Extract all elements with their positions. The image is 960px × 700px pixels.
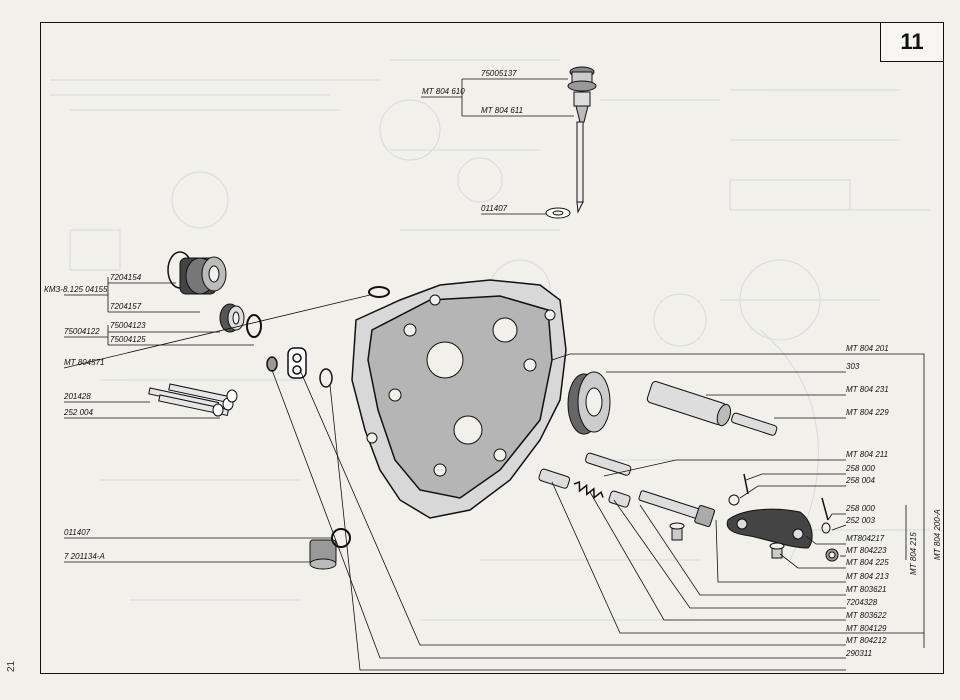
label-mt804229: MT 804 229 <box>846 408 889 417</box>
label-201428: 201428 <box>63 392 91 401</box>
page-number-box: 11 <box>880 22 944 62</box>
label-258004: 258 004 <box>845 476 875 485</box>
side-page-number: 21 <box>6 660 17 672</box>
label-mt804215: MT 804 215 <box>909 532 918 575</box>
label-mt804223: MT 804223 <box>846 546 887 555</box>
label-mt804201: MT 804 201 <box>846 344 889 353</box>
shafts-and-pins <box>538 381 778 541</box>
gearbox-cover-housing <box>351 279 567 519</box>
label-mt804571: MT 804571 <box>64 358 104 367</box>
label-7204328: 7204328 <box>846 598 878 607</box>
label-011407-top: 011407 <box>481 204 508 213</box>
label-252003: 252 003 <box>845 516 875 525</box>
ball-bearing-303 <box>567 371 611 435</box>
label-mt804129: MT 804129 <box>846 624 887 633</box>
label-303: 303 <box>846 362 860 371</box>
label-mt804225: MT 804 225 <box>846 558 889 567</box>
label-mt804231: MT 804 231 <box>846 385 889 394</box>
lever-and-pins <box>726 473 839 562</box>
label-mt804611: MT 804 611 <box>481 106 523 115</box>
label-mt804217: MT804217 <box>846 534 885 543</box>
bearing-cup-parts <box>167 251 390 338</box>
label-mt804212: MT 804212 <box>846 636 887 645</box>
oil-dipstick-assembly <box>545 66 597 219</box>
page-number: 11 <box>900 29 924 54</box>
leader-lines <box>63 78 925 671</box>
label-mt804200a: MT 804 200-A <box>933 509 942 560</box>
label-258000-a: 258 000 <box>845 464 875 473</box>
part-labels: 75005137 MT 804 610 MT 804 611 011407 72… <box>44 69 942 658</box>
label-011407-bottom: 011407 <box>64 528 91 537</box>
label-mt804213: MT 804 213 <box>846 572 889 581</box>
diagram-frame <box>40 22 944 674</box>
label-mt804211: MT 804 211 <box>846 450 888 459</box>
label-290311: 290311 <box>845 649 872 658</box>
label-258000-b: 258 000 <box>845 504 875 513</box>
label-7204157: 7204157 <box>110 302 142 311</box>
label-75004125: 75004125 <box>110 335 146 344</box>
label-7204154: 7204154 <box>110 273 142 282</box>
label-mt804610: MT 804 610 <box>422 87 465 96</box>
label-mt803622: MT 803622 <box>846 611 887 620</box>
label-75005137: 75005137 <box>481 69 517 78</box>
label-75004123: 75004123 <box>110 321 146 330</box>
small-washers <box>266 347 333 388</box>
label-252004: 252 004 <box>63 408 93 417</box>
label-mt803621: MT 803621 <box>846 585 886 594</box>
label-km3: КМЗ-8.125 04155 <box>44 285 108 294</box>
label-75004122: 75004122 <box>64 327 100 336</box>
bolts <box>148 383 238 417</box>
drain-plug <box>309 528 351 570</box>
label-7201134a: 7 201134-A <box>64 552 105 561</box>
